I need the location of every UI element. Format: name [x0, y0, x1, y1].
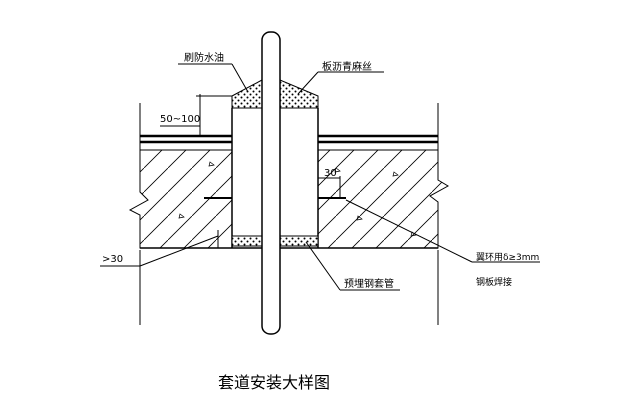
dim-gt30	[100, 230, 219, 267]
pipe	[261, 31, 281, 335]
label-ring-plate-weld: 钢板焊接	[476, 276, 512, 288]
bottom-seal-left	[231, 235, 263, 247]
bottom-seal-right	[279, 235, 319, 247]
aggregate-marks	[178, 161, 417, 237]
label-asphalt-hemp: 板沥青麻丝	[322, 60, 372, 73]
dim-30-inner-label: 30	[324, 168, 337, 179]
label-waterproof-oil: 刷防水油	[184, 51, 224, 64]
diagram-title: 套道安装大样图	[218, 373, 330, 392]
dim-50-100	[160, 94, 232, 136]
dim-gt30-label: >30	[102, 254, 123, 265]
top-seal-cap-right	[279, 79, 319, 109]
leader-lines	[178, 63, 540, 291]
floor-finish-lines	[140, 134, 438, 151]
dim-30-inner	[318, 176, 341, 198]
label-ring-plate: 翼环用δ≥3mm	[476, 252, 539, 263]
label-embedded-sleeve: 预埋钢套管	[344, 277, 394, 290]
dim-50-100-label: 50~100	[160, 114, 200, 125]
top-seal-cap	[231, 79, 263, 109]
